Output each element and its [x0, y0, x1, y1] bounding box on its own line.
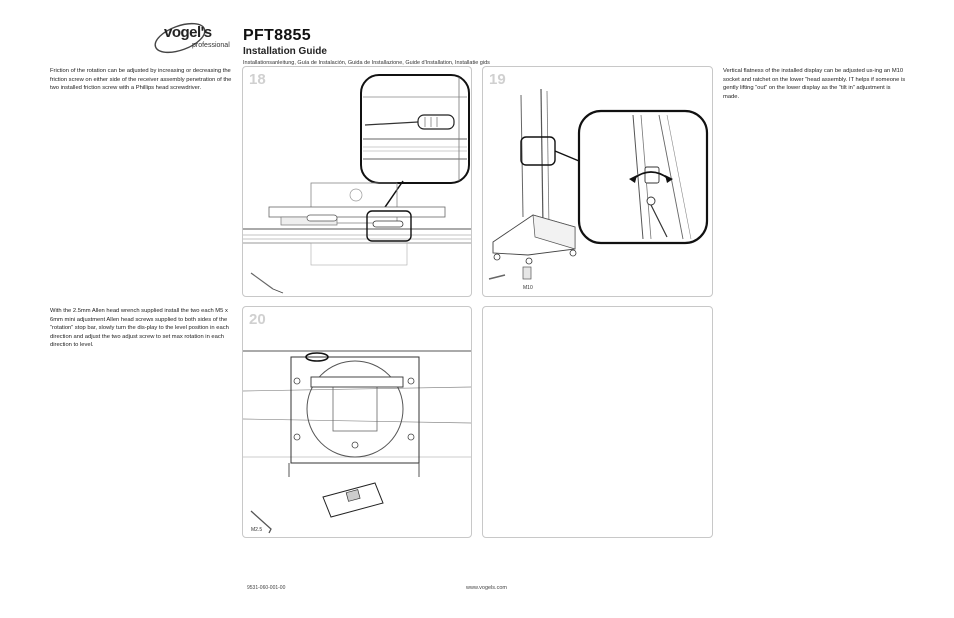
- guide-subtitle: Installation Guide: [243, 46, 327, 57]
- friction-screw-illustration: [243, 74, 471, 294]
- website-url: www.vogels.com: [466, 585, 507, 591]
- title-block: PFT8855 Installation Guide Installations…: [243, 27, 490, 66]
- step-number: 18: [249, 71, 266, 88]
- panel-step-19: 19 M10: [482, 66, 713, 297]
- rotation-stop-illustration: [243, 350, 471, 534]
- step-number: 20: [249, 311, 266, 328]
- allen-key-size-label: M2.5: [251, 527, 263, 533]
- document-code: 9531-060-001-00: [247, 585, 286, 591]
- panel-empty: [482, 306, 713, 538]
- instruction-vertical-flatness: Vertical flatness of the installed displ…: [723, 68, 906, 100]
- vogels-logo: vogel's professional: [150, 20, 238, 56]
- instruction-allen-screws: With the 2.5mm Allen head wrench supplie…: [50, 308, 229, 349]
- panel-step-18: 18: [242, 66, 472, 297]
- tilt-adjust-illustration: [488, 88, 709, 280]
- logo-tagline: professional: [192, 42, 230, 49]
- language-list: Installationsanleitung, Guía de Instalac…: [243, 60, 490, 66]
- panel-step-20: 20 M2.5: [242, 306, 472, 538]
- product-title: PFT8855: [243, 27, 311, 44]
- logo-swoosh-icon: [154, 22, 206, 54]
- step-number: 19: [489, 71, 506, 88]
- socket-size-label: M10: [523, 285, 533, 291]
- instruction-friction: Friction of the rotation can be adjusted…: [50, 68, 232, 92]
- logo-wordmark: vogel's: [164, 24, 212, 41]
